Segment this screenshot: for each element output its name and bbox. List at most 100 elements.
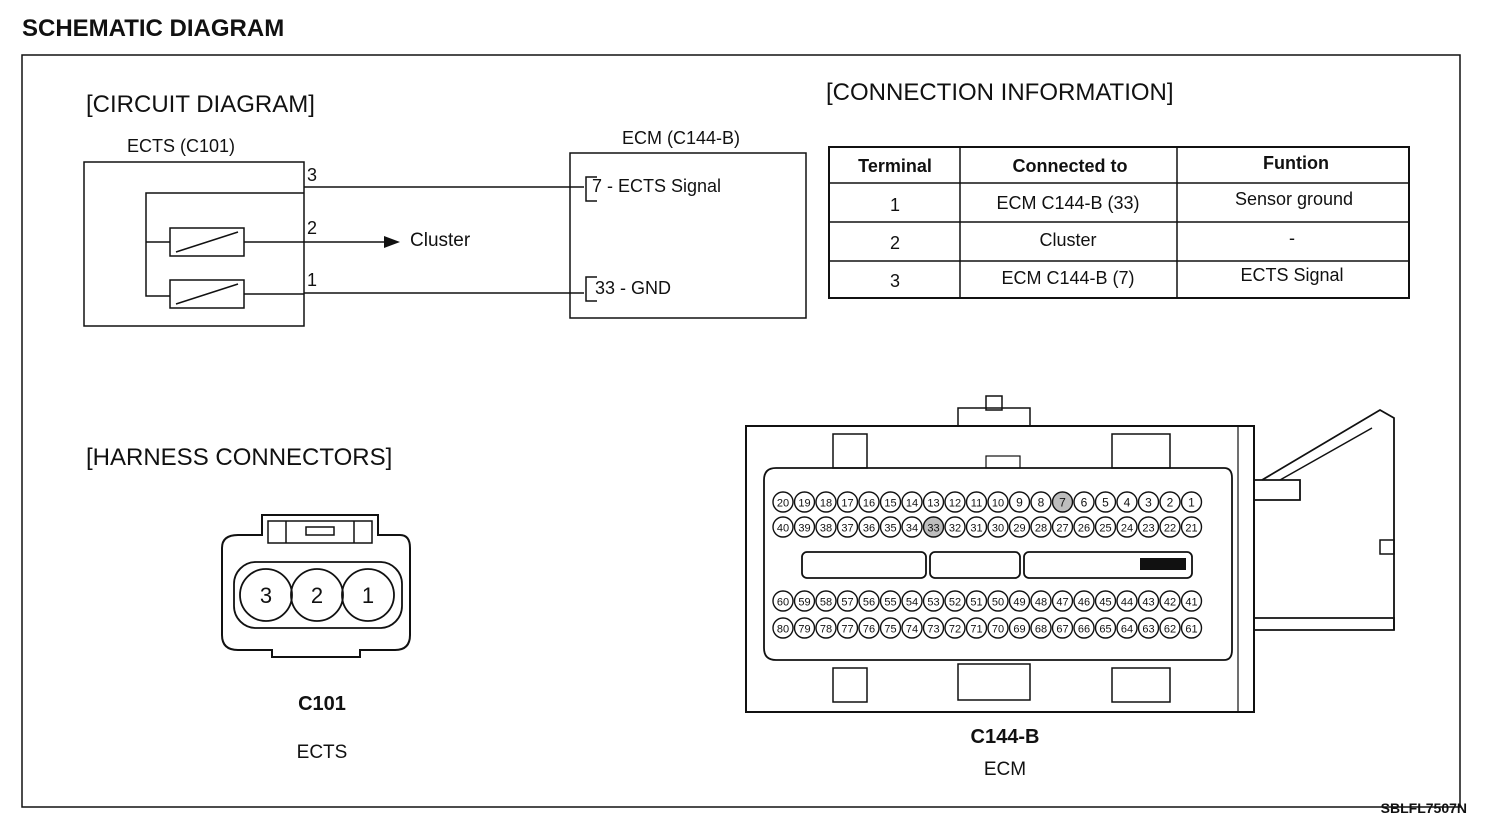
c144b-pin-label: 66: [1078, 624, 1090, 636]
c144b-pin-label: 38: [820, 523, 832, 535]
c144b-pin-label: 44: [1121, 597, 1133, 609]
c144b-pin-8: [1030, 491, 1052, 513]
c144b-pin-label: 2: [1167, 496, 1174, 510]
c144b-pin-label: 60: [777, 597, 789, 609]
c144b-pin-80: [772, 617, 794, 639]
c144b-pin-label: 6: [1081, 496, 1088, 510]
c144b-pin-9: [1008, 491, 1031, 513]
c144b-pin-38: [815, 516, 837, 538]
c144b-pin-label: 4: [1124, 496, 1131, 510]
c144b-pin-16: [858, 491, 880, 513]
c144b-pin-39: [793, 516, 816, 538]
c144b-name: C144-B: [971, 726, 1040, 748]
c144b-pin-20: [772, 491, 794, 513]
c144b-pin-62: [1159, 617, 1181, 639]
thermistor-2-icon: [169, 279, 245, 309]
c144b-pin-46: [1073, 590, 1095, 612]
table-cell: 3: [890, 271, 900, 291]
c144b-pin-56: [858, 590, 880, 612]
c144b-pin-65: [1094, 617, 1117, 639]
c144b-pin-7: [1051, 491, 1074, 513]
c144b-pin-label: 41: [1185, 597, 1197, 609]
c144b-pin-74: [901, 617, 923, 639]
c144b-pin-label: 47: [1056, 597, 1068, 609]
c144b-pin-label: 37: [841, 523, 853, 535]
c144b-pin-label: 17: [841, 498, 853, 510]
c144b-pin-36: [858, 516, 880, 538]
c144b-pin-3: [1137, 491, 1160, 513]
table-cell: Cluster: [1039, 230, 1096, 250]
c144b-pin-label: 49: [1013, 597, 1025, 609]
c144b-pin-45: [1094, 590, 1117, 612]
cluster-label: Cluster: [410, 230, 471, 251]
c144b-pin-label: 9: [1016, 496, 1023, 510]
c144b-pin-label: 32: [949, 523, 961, 535]
c144b-pin-63: [1137, 617, 1160, 639]
c144b-pin-label: 42: [1164, 597, 1176, 609]
table-cell: ECM C144-B (33): [996, 193, 1139, 213]
c144b-pin-label: 48: [1035, 597, 1047, 609]
c144b-pin-59: [793, 590, 816, 612]
c144b-pin-10: [987, 491, 1009, 513]
c144b-pin-71: [965, 617, 988, 639]
c144b-pin-29: [1008, 516, 1031, 538]
page-title: SCHEMATIC DIAGRAM: [22, 15, 284, 42]
c101-connector: 3 2 1: [221, 514, 411, 658]
c144b-pin-label: 70: [992, 624, 1004, 636]
c144b-pin-label: 43: [1142, 597, 1154, 609]
c144b-pin-35: [879, 516, 902, 538]
c144b-pin-label: 31: [970, 523, 982, 535]
c144b-pin-label: 77: [841, 624, 853, 636]
c144b-pin-13: [922, 491, 945, 513]
c144b-pin-70: [987, 617, 1009, 639]
c144b-pin-label: 40: [777, 523, 789, 535]
c144b-pin-43: [1137, 590, 1160, 612]
c144b-pin-17: [836, 491, 859, 513]
arrow-icon: [384, 236, 400, 248]
c144b-pin-label: 71: [970, 624, 982, 636]
ects-box: [83, 161, 305, 327]
circuit-heading: [CIRCUIT DIAGRAM]: [86, 91, 315, 118]
c144b-pin-33: [922, 516, 945, 538]
ects-pin-2: 2: [307, 218, 317, 238]
c144b-pin-48: [1030, 590, 1052, 612]
ecm-pin-signal: 7 - ECTS Signal: [592, 176, 721, 196]
c144b-pin-label: 11: [971, 498, 982, 510]
c144b-pin-label: 33: [927, 523, 939, 535]
c144b-pin-label: 27: [1056, 523, 1068, 535]
c144b-pin-label: 34: [906, 523, 918, 535]
connection-table: Terminal Connected to Funtion 1 ECM C144…: [828, 146, 1410, 299]
c144b-pin-label: 26: [1078, 523, 1090, 535]
c144b-pin-label: 35: [884, 523, 896, 535]
c144b-pin-label: 46: [1078, 597, 1090, 609]
c144b-pin-69: [1008, 617, 1031, 639]
c144b-pin-28: [1030, 516, 1052, 538]
c144b-pin-label: 64: [1121, 624, 1133, 636]
c144b-pin-label: 16: [863, 498, 875, 510]
c144b-pin-label: 57: [841, 597, 853, 609]
c144b-pin-41: [1180, 590, 1203, 612]
c144b-pin-31: [965, 516, 988, 538]
c144b-pin-5: [1094, 491, 1117, 513]
ects-pin-3: 3: [307, 165, 317, 185]
ecm-pin-gnd: 33 - GND: [595, 278, 671, 298]
c144b-pin-label: 80: [777, 624, 789, 636]
table-header-connected: Connected to: [1013, 156, 1128, 176]
c144b-pin-label: 21: [1185, 523, 1197, 535]
c144b-pin-26: [1073, 516, 1095, 538]
c144b-pin-label: 10: [992, 498, 1004, 510]
c101-name: C101: [298, 693, 346, 715]
c144b-pin-label: 51: [970, 597, 982, 609]
c144b-pin-label: 24: [1121, 523, 1133, 535]
c144b-pin-label: 72: [949, 624, 961, 636]
c144b-pin-19: [793, 491, 816, 513]
c144b-pin-32: [944, 516, 966, 538]
ecm-box: [569, 152, 807, 319]
c144b-pin-label: 68: [1035, 624, 1047, 636]
c144b-pin-label: 25: [1099, 523, 1111, 535]
c144b-pin-67: [1051, 617, 1074, 639]
thermistor-1-icon: [169, 227, 245, 257]
c144b-pin-4: [1116, 491, 1138, 513]
